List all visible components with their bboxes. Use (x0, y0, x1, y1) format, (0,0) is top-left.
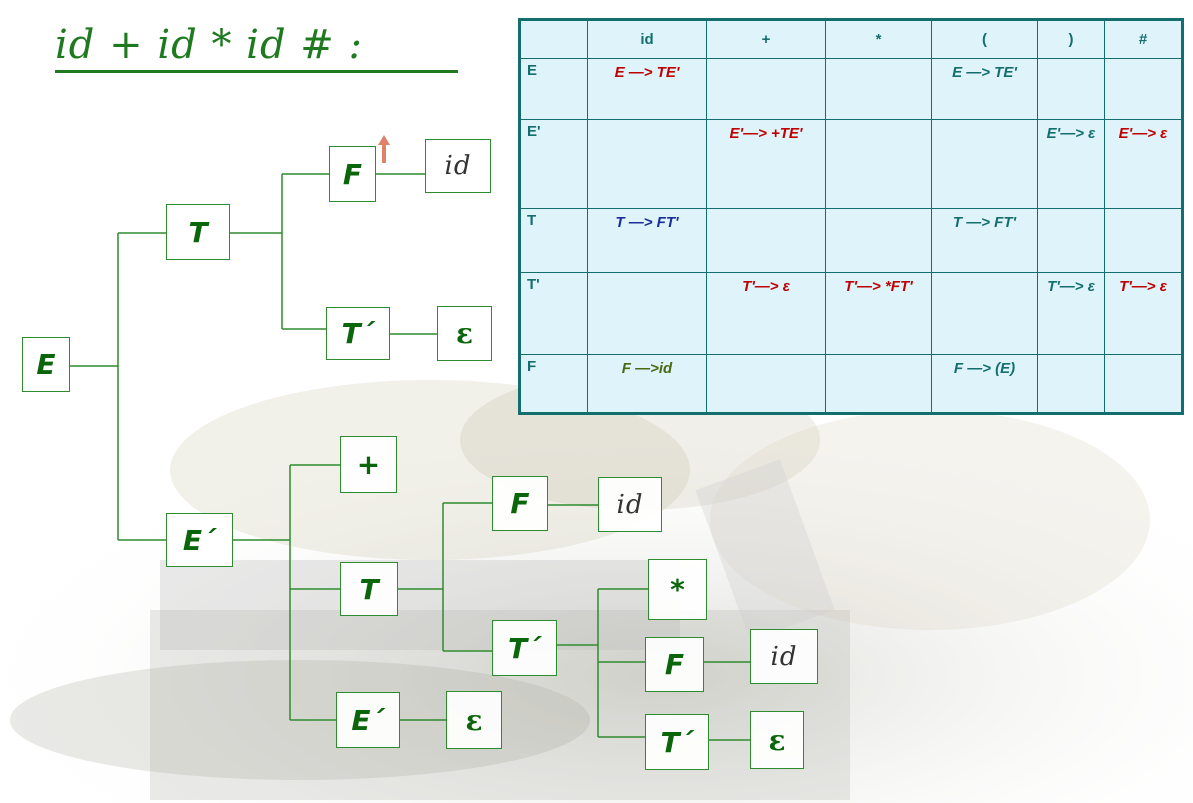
tree-node-T: T (340, 562, 398, 616)
tree-leaf-id: id (425, 139, 491, 193)
tree-node-E: E (22, 337, 70, 392)
table-row: T T —> FT' T —> FT' (519, 207, 1183, 274)
input-string-title: id + id * id # : (55, 22, 363, 68)
tree-leaf-epsilon: ε (446, 691, 502, 749)
production-cell (1104, 353, 1183, 415)
tree-node-T-prime: T´ (492, 620, 557, 676)
production-cell (931, 119, 1038, 209)
production-cell: T'—> *FT' (825, 272, 932, 355)
ll1-parse-table: id + * ( ) # E E —> TE' E —> TE' E' E'—>… (518, 18, 1184, 415)
table-header-cell: ) (1037, 19, 1105, 59)
up-arrow-icon (378, 135, 390, 163)
tree-node-T-prime: T´ (645, 714, 709, 770)
production-cell (825, 207, 932, 274)
title-underline (55, 70, 458, 73)
tree-leaf-plus: + (340, 436, 397, 493)
row-nonterminal: E (519, 57, 588, 121)
row-nonterminal: T (519, 207, 588, 274)
tree-node-T-prime: T´ (326, 307, 390, 360)
production-cell (706, 353, 826, 415)
table-header-cell: ( (931, 19, 1038, 59)
production-cell: E —> TE' (931, 57, 1038, 121)
table-header-cell (519, 19, 588, 59)
table-header-cell: id (587, 19, 707, 59)
production-cell (931, 272, 1038, 355)
production-cell (1037, 353, 1105, 415)
production-cell: F —> (E) (931, 353, 1038, 415)
production-cell: T'—> ε (1104, 272, 1183, 355)
table-header-cell: # (1104, 19, 1183, 59)
production-cell (706, 57, 826, 121)
table-header-row: id + * ( ) # (519, 19, 1183, 59)
production-cell (1037, 57, 1105, 121)
production-cell (825, 119, 932, 209)
tree-node-E-prime: E´ (166, 513, 233, 567)
production-cell (1037, 207, 1105, 274)
production-cell (587, 272, 707, 355)
table-row: F F —>id F —> (E) (519, 353, 1183, 415)
tree-node-E-prime: E´ (336, 692, 400, 748)
production-cell: T'—> ε (706, 272, 826, 355)
row-nonterminal: F (519, 353, 588, 415)
production-cell (825, 353, 932, 415)
tree-leaf-id: id (598, 477, 662, 532)
production-cell (825, 57, 932, 121)
table-row: E E —> TE' E —> TE' (519, 57, 1183, 121)
table-header-cell: * (825, 19, 932, 59)
tree-leaf-id: id (750, 629, 818, 684)
production-cell: F —>id (587, 353, 707, 415)
production-cell (706, 207, 826, 274)
tree-leaf-epsilon: ε (437, 306, 492, 361)
production-cell: E —> TE' (587, 57, 707, 121)
table-row: T' T'—> ε T'—> *FT' T'—> ε T'—> ε (519, 272, 1183, 355)
table-row: E' E'—> +TE' E'—> ε E'—> ε (519, 119, 1183, 209)
tree-node-F: F (645, 637, 704, 692)
production-cell: E'—> +TE' (706, 119, 826, 209)
production-cell (1104, 57, 1183, 121)
tree-leaf-star: * (648, 559, 707, 620)
row-nonterminal: T' (519, 272, 588, 355)
tree-leaf-epsilon: ε (750, 711, 804, 769)
tree-node-T: T (166, 204, 230, 260)
table-header-cell: + (706, 19, 826, 59)
production-cell (587, 119, 707, 209)
production-cell: E'—> ε (1037, 119, 1105, 209)
production-cell: T —> FT' (931, 207, 1038, 274)
production-cell: T'—> ε (1037, 272, 1105, 355)
production-cell: E'—> ε (1104, 119, 1183, 209)
production-cell (1104, 207, 1183, 274)
production-cell: T —> FT' (587, 207, 707, 274)
tree-node-F: F (329, 146, 376, 202)
row-nonterminal: E' (519, 119, 588, 209)
tree-node-F: F (492, 476, 548, 531)
